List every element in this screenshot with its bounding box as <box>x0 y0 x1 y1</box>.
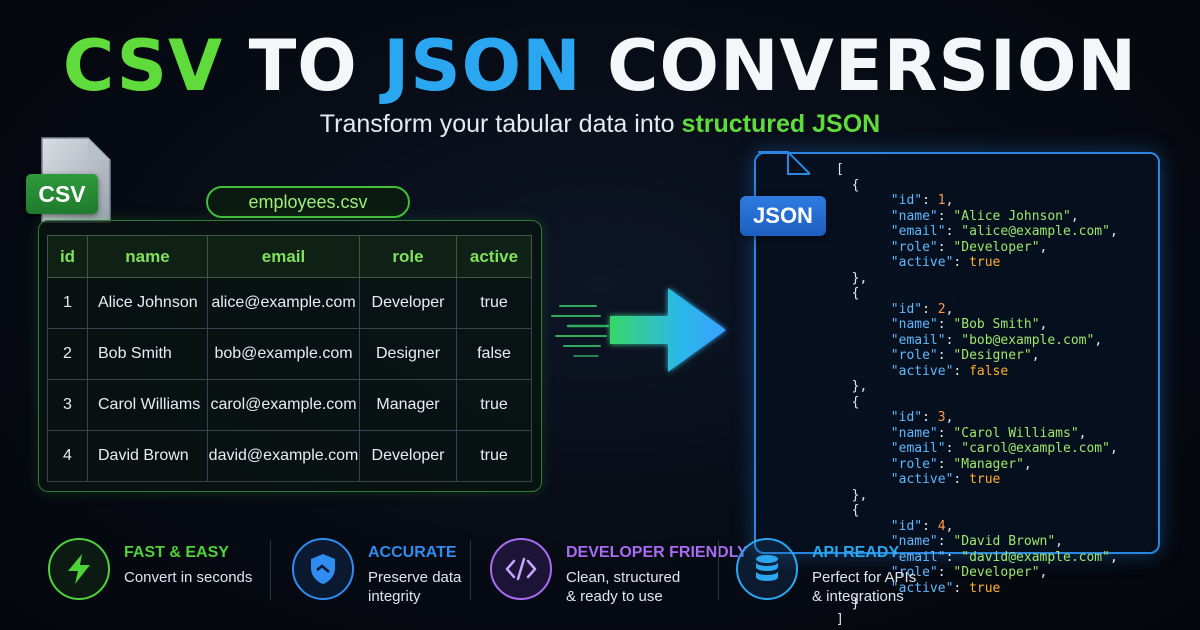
feature-desc: Preserve data integrity <box>368 568 461 606</box>
json-value-active: true <box>969 472 1001 487</box>
feature-desc-line1: Preserve data <box>368 569 462 586</box>
json-value-email: carol@example.com <box>969 441 1103 456</box>
json-file-icon <box>758 151 811 175</box>
cell-name: Bob Smith <box>87 328 208 380</box>
csv-table-panel: id name email role active 1 Alice Johnso… <box>38 220 542 492</box>
feature-title: API READY <box>812 544 900 561</box>
column-header-name: name <box>87 235 208 278</box>
cell-role: Manager <box>359 379 457 431</box>
table-row: 1 Alice Johnson alice@example.com Develo… <box>47 277 532 329</box>
cell-role: Designer <box>359 328 457 380</box>
json-value-email: bob@example.com <box>969 332 1087 348</box>
feature-desc-line1: Clean, structured <box>566 569 681 586</box>
json-value-active: false <box>969 363 1009 379</box>
column-header-active: active <box>456 235 532 278</box>
page-title: CSV TO JSON CONVERSION <box>0 26 1200 106</box>
cell-active: true <box>456 430 532 482</box>
table-row: 3 Carol Williams carol@example.com Manag… <box>47 379 532 431</box>
feature-desc: Perfect for APIs & integrations <box>812 568 916 606</box>
cell-email: alice@example.com <box>207 277 360 329</box>
json-value-name: Carol Williams <box>961 425 1071 441</box>
json-value-name: David Brown <box>961 534 1048 549</box>
database-icon <box>736 538 798 600</box>
filename-pill: employees.csv <box>206 186 410 218</box>
conversion-arrow-icon <box>551 288 726 372</box>
json-value-email: alice@example.com <box>969 224 1103 239</box>
feature-desc-line2: & integrations <box>812 588 904 605</box>
cell-active: true <box>456 379 532 431</box>
table-row: 2 Bob Smith bob@example.com Designer fal… <box>47 328 532 380</box>
csv-table: id name email role active 1 Alice Johnso… <box>47 235 532 482</box>
cell-role: Developer <box>359 430 457 482</box>
feature-desc: Clean, structured & ready to use <box>566 568 680 606</box>
table-row: 4 David Brown david@example.com Develope… <box>47 430 532 482</box>
subtitle-text: Transform your tabular data into <box>319 110 675 138</box>
feature-title: ACCURATE <box>368 544 457 561</box>
json-value-email: david@example.com <box>969 549 1103 565</box>
json-value-role: Designer <box>961 348 1024 363</box>
cell-email: carol@example.com <box>207 379 360 431</box>
json-value-name: Bob Smith <box>961 317 1032 332</box>
feature-divider <box>718 540 719 600</box>
cell-id: 4 <box>47 430 88 482</box>
title-to: TO <box>248 25 358 107</box>
json-badge: JSON <box>740 196 826 236</box>
csv-badge: CSV <box>26 174 98 214</box>
title-csv: CSV <box>62 25 224 107</box>
title-conversion: CONVERSION <box>607 25 1138 107</box>
cell-name: David Brown <box>87 430 208 482</box>
column-header-email: email <box>207 235 360 278</box>
cell-email: david@example.com <box>207 430 360 482</box>
json-value-id: 2 <box>937 301 946 317</box>
shield-icon <box>292 538 354 600</box>
code-icon <box>490 538 552 600</box>
cell-active: true <box>456 277 532 329</box>
title-json: JSON <box>383 25 582 107</box>
feature-title: FAST & EASY <box>124 544 229 561</box>
feature-divider <box>470 540 471 600</box>
page-subtitle: Transform your tabular data into structu… <box>0 110 1200 139</box>
cell-email: bob@example.com <box>207 328 360 380</box>
feature-desc: Convert in seconds <box>124 568 252 587</box>
column-header-id: id <box>47 235 88 278</box>
cell-role: Developer <box>359 277 457 329</box>
cell-active: false <box>456 328 532 380</box>
cell-id: 2 <box>47 328 88 380</box>
lightning-icon <box>48 538 110 600</box>
feature-desc-line1: Perfect for APIs <box>812 569 917 586</box>
feature-title: DEVELOPER FRIENDLY <box>566 544 748 561</box>
json-value-active: true <box>969 255 1001 270</box>
json-value-active: true <box>969 580 1001 596</box>
feature-desc-line2: & ready to use <box>566 588 663 605</box>
json-code: [ { "id": 1, "name": "Alice Johnson", "e… <box>836 162 1118 627</box>
feature-desc-line1: Convert in seconds <box>124 569 253 586</box>
json-value-role: Developer <box>961 565 1032 580</box>
cell-name: Alice Johnson <box>87 277 208 329</box>
cell-id: 1 <box>47 277 88 329</box>
json-value-id: 3 <box>937 410 946 425</box>
feature-desc-line2: integrity <box>368 588 421 605</box>
cell-id: 3 <box>47 379 88 431</box>
json-value-name: Alice Johnson <box>961 208 1063 224</box>
feature-divider <box>270 540 271 600</box>
table-header-row: id name email role active <box>47 235 532 278</box>
json-value-id: 4 <box>937 518 946 534</box>
cell-name: Carol Williams <box>87 379 208 431</box>
json-value-role: Developer <box>961 239 1032 255</box>
features-bar: FAST & EASY Convert in seconds ACCURATE … <box>0 530 1200 620</box>
subtitle-highlight: structured JSON <box>681 110 881 138</box>
json-value-role: Manager <box>961 456 1017 472</box>
column-header-role: role <box>359 235 457 278</box>
json-value-id: 1 <box>937 193 946 208</box>
